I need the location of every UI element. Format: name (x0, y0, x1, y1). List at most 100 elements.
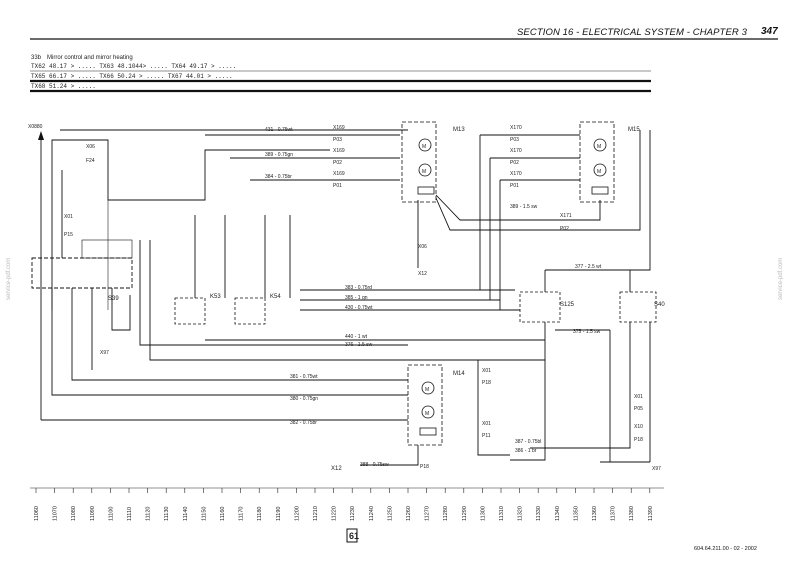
wire-label: 383 - 0.75rd (345, 285, 372, 291)
switch-s40 (619, 291, 657, 323)
pin-label: P18 (634, 437, 643, 443)
wire-label: 386 - 1 br (515, 448, 537, 454)
pin-label: P03 (333, 137, 342, 143)
grid-label: 11180 (257, 507, 263, 521)
component-label: M13 (453, 127, 465, 133)
grid-label: 11280 (443, 506, 449, 521)
switch-inner (81, 239, 133, 259)
connector-label: X169 (333, 171, 345, 177)
connector-label: X12 (418, 271, 427, 277)
connector-label: X97 (652, 466, 661, 472)
grid-label: 11340 (555, 506, 561, 521)
wire (139, 240, 408, 346)
grid-label: 11130 (164, 507, 170, 521)
component-label: K54 (270, 294, 281, 300)
motor-letter: M (425, 387, 429, 393)
grid-label: 11390 (648, 506, 654, 521)
relay-k53 (174, 297, 206, 325)
motor-icon (421, 405, 435, 419)
wire (149, 240, 545, 361)
wire-label: 385 - 1 gn (345, 295, 368, 301)
index-caption-code: 33b (31, 55, 42, 61)
pin-label: P02 (510, 160, 519, 166)
page-marker-box (346, 528, 358, 543)
grid-label: 11120 (146, 507, 152, 521)
index-row: TX68 51.24 > ..... (31, 83, 96, 90)
index-row: TX65 66.17 > ..... TX66 50.24 > ..... TX… (31, 73, 233, 80)
pin-label: P18 (420, 464, 429, 470)
switch-s125 (519, 291, 561, 323)
pin-label: P02 (333, 160, 342, 166)
connector-label: X01 (634, 394, 643, 400)
motor-icon (593, 163, 607, 177)
connector-label: X169 (333, 148, 345, 154)
grid-label: 11260 (406, 506, 412, 521)
connector-label: X12 (331, 466, 342, 472)
grid-label: 11290 (462, 506, 468, 521)
connector-label: X169 (333, 125, 345, 131)
grid-label: 11100 (108, 507, 114, 521)
wire-label: 388 - 0.75sw (360, 462, 389, 468)
pin-label: P15 (64, 232, 73, 238)
wire-label: 376 - 1.5 sw (345, 342, 373, 348)
component-label: S39 (108, 296, 119, 302)
wire (477, 360, 510, 456)
connector-label: X97 (100, 350, 109, 356)
grid-label: 11310 (499, 506, 505, 521)
wire (71, 370, 408, 381)
document-reference: 604.64.211.00 - 02 - 2002 (694, 546, 757, 552)
wire-label: 375 - 1.5 sw (573, 329, 601, 335)
connector-label: X06 (418, 244, 427, 250)
wire (510, 322, 546, 461)
wire-label: 377 - 2.5 wt (575, 264, 602, 270)
grid-label: 11190 (276, 507, 282, 521)
wire (435, 194, 601, 221)
connector-label: X01 (482, 421, 491, 427)
grid-label: 11360 (592, 506, 598, 521)
pin-label: F24 (86, 158, 95, 164)
pin-label: P11 (482, 433, 491, 439)
motor-icon (418, 163, 432, 177)
component-label: M15 (628, 127, 640, 133)
wire (545, 130, 651, 271)
page-number: 347 (761, 26, 778, 37)
component-label: K53 (210, 294, 221, 300)
pin-label: P03 (510, 137, 519, 143)
connector-label: X170 (510, 171, 522, 177)
motor-letter: M (597, 169, 601, 175)
grid-label: 11330 (536, 506, 542, 521)
wire (530, 322, 631, 449)
connector-label: X01 (482, 368, 491, 374)
mirror-unit-m13 (401, 121, 437, 203)
connector-label: X171 (560, 213, 572, 219)
connector-label: X01 (64, 214, 73, 220)
relay-k54 (234, 297, 266, 325)
wire (360, 445, 419, 466)
wire-label: 387 - 0.75bl (515, 439, 541, 445)
grid-label: 11060 (34, 506, 40, 521)
grid-label: 11230 (350, 506, 356, 521)
pin-label: P02 (560, 226, 569, 232)
connector-label: X0880 (28, 124, 43, 130)
grid-label: 11270 (425, 506, 431, 521)
section-title: SECTION 16 - ELECTRICAL SYSTEM - CHAPTER… (517, 27, 747, 38)
connector-label: X170 (510, 125, 522, 131)
grid-label: 11140 (183, 507, 189, 521)
switch-block-s39 (31, 257, 133, 289)
grid-label: 11090 (90, 506, 96, 521)
pin-label: P01 (510, 183, 519, 189)
component-label: S125 (560, 302, 575, 308)
motor-icon (421, 381, 435, 395)
index-caption-text: Mirror control and mirror heating (47, 55, 133, 61)
grid-label: 11170 (239, 507, 245, 521)
heater-icon (591, 186, 609, 195)
wire-label: 430 - 0.75wt (345, 305, 373, 311)
grid-label: 11250 (387, 506, 393, 521)
grid-label: 11210 (313, 506, 319, 521)
mirror-unit-m15 (579, 121, 615, 203)
motor-icon (418, 138, 432, 152)
motor-letter: M (422, 144, 426, 150)
